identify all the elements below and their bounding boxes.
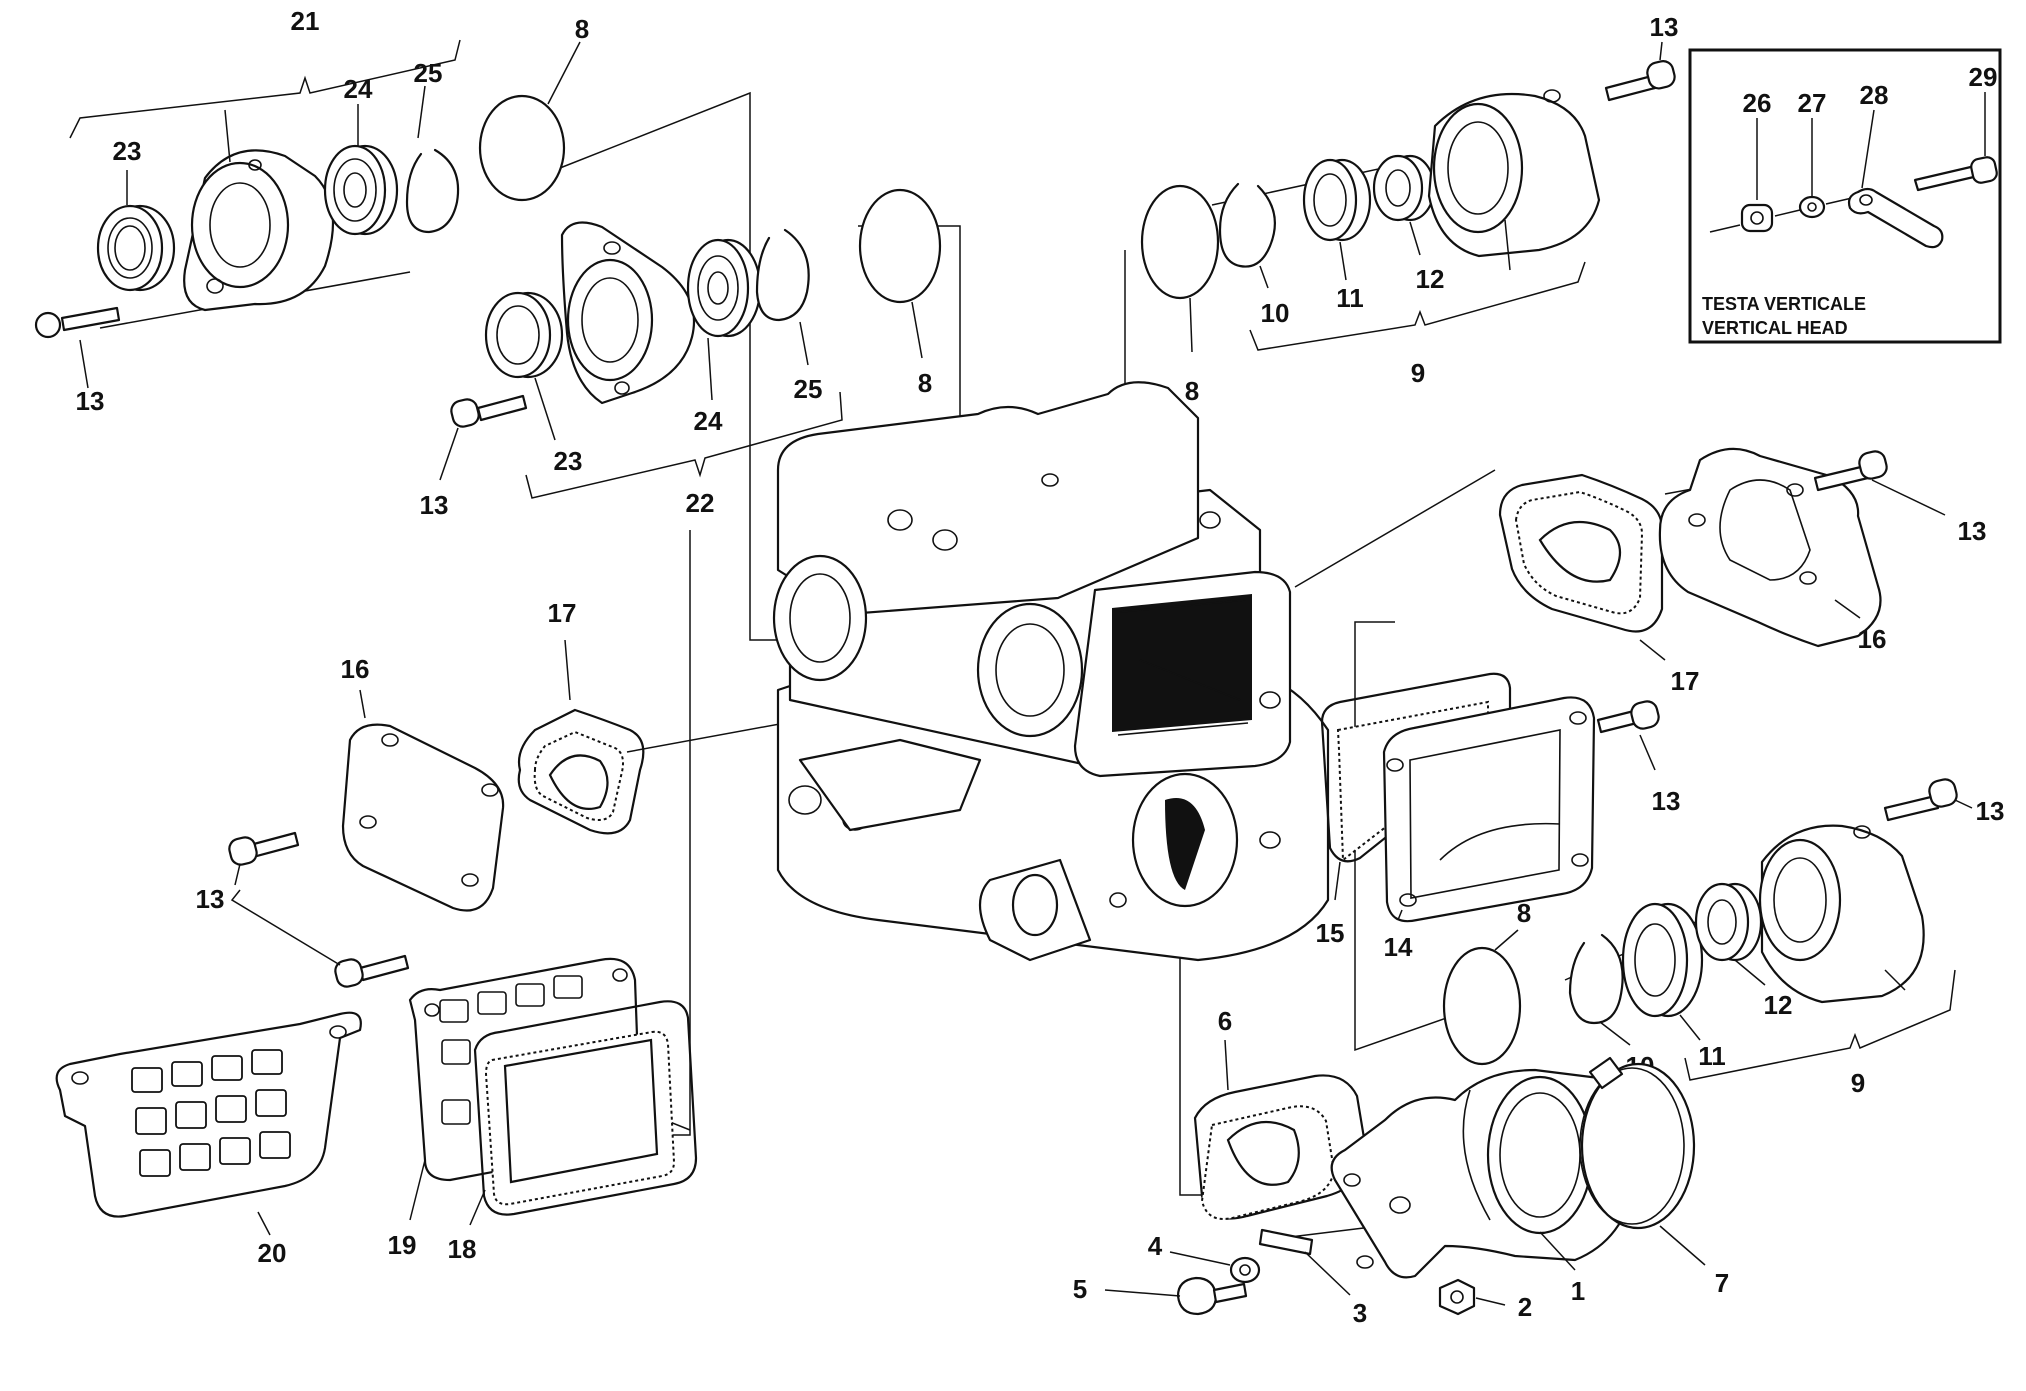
callout-20: 20 [258,1238,287,1268]
callout-18: 18 [448,1234,477,1264]
callout-3: 3 [1353,1298,1367,1328]
callout-8-d: 8 [1517,898,1531,928]
part-8-oring-b: 8 [858,188,942,398]
callout-29: 29 [1969,62,1998,92]
part-24-bearing-lower: 24 [686,238,762,436]
part-27-washer [1798,195,1826,219]
callout-13-right-b: 13 [1652,786,1681,816]
part-16-cover-right: 16 [1658,447,1887,654]
part-24-bearing-upper: 24 [323,74,399,236]
part-1-intake-manifold: 1 [1330,1068,1639,1306]
callout-25-lower: 25 [794,374,823,404]
part-21-housing-upper [183,109,335,312]
part-13-screw-right-c: 13 [1883,778,2005,826]
callout-26: 26 [1743,88,1772,118]
inset-title-italian: TESTA VERTICALE [1702,294,1866,314]
callout-23-lower: 23 [554,446,583,476]
callout-17-right: 17 [1671,666,1700,696]
part-13-screw-b: 13 [420,394,528,520]
callout-28: 28 [1860,80,1889,110]
callout-7: 7 [1715,1268,1729,1298]
callout-11-top: 11 [1336,283,1364,313]
callout-23-upper: 23 [113,136,142,166]
callout-8-b: 8 [918,368,932,398]
bracket-9-top: 9 [1249,261,1586,388]
part-17-gasket-right: 17 [1498,473,1700,696]
part-8-oring-c: 8 [1140,184,1220,406]
part-11-bearing-top: 11 [1302,158,1372,313]
part-9-housing-bottom [1758,824,1925,1004]
part-13-screw-left-a [228,831,300,886]
part-3-stud: 3 [1258,1228,1367,1328]
part-2-nut: 2 [1438,1278,1532,1322]
cylinder-head-body [772,381,1330,962]
part-13-screw-left-b: 13 [196,884,410,988]
part-13-screw-c: 13 [1604,12,1679,102]
part-13-screw-right-a: 13 [1813,450,1987,546]
callout-17-left: 17 [548,598,577,628]
part-7-hose-clamp: 7 [1579,1056,1729,1298]
part-18-gasket: 18 [448,1000,698,1264]
callout-16-left: 16 [341,654,370,684]
part-22-housing-lower [560,221,696,405]
callout-6: 6 [1218,1006,1232,1036]
part-17-gasket-left: 17 [517,598,645,835]
callout-22: 22 [686,488,715,518]
part-11-bearing-bottom: 11 [1621,902,1726,1071]
callout-27: 27 [1798,88,1827,118]
part-25-circlip-lower: 25 [755,228,823,404]
inset-title-english: VERTICAL HEAD [1702,318,1848,338]
bracket-22: 22 [525,391,843,518]
bracket-9-bottom: 9 [1684,969,1956,1098]
part-10-circlip-top: 10 [1218,182,1290,328]
part-9-housing-top [1427,89,1601,271]
callout-13-left: 13 [196,884,225,914]
callout-13-right-c: 13 [1976,796,2005,826]
callout-1: 1 [1571,1276,1585,1306]
callout-12-bottom: 12 [1764,990,1793,1020]
callout-25-upper: 25 [414,58,443,88]
callout-13-b: 13 [420,490,449,520]
part-12-seal-bottom: 12 [1694,882,1793,1020]
callout-24-upper: 24 [344,74,373,104]
callout-24-lower: 24 [694,406,723,436]
part-26-nut [1740,203,1774,233]
callout-13-right-a: 13 [1958,516,1987,546]
part-20-grille-cover: 20 [55,1011,362,1268]
part-12-seal-top: 12 [1372,154,1445,294]
callout-21: 21 [291,6,320,36]
callout-15: 15 [1316,918,1345,948]
part-5-screw: 5 [1073,1274,1248,1316]
callout-12-top: 12 [1416,264,1445,294]
callout-9-bottom: 9 [1851,1068,1865,1098]
part-4-washer: 4 [1148,1231,1261,1284]
callout-8-a: 8 [575,14,589,44]
part-23-oil-seal-upper: 23 [96,136,176,292]
part-13-screw-a: 13 [34,306,121,416]
part-16-cover-left: 16 [341,654,505,912]
bracket-21: 21 [69,6,461,139]
callout-9-top: 9 [1411,358,1425,388]
callout-4: 4 [1148,1231,1163,1261]
callout-10-top: 10 [1261,298,1290,328]
part-23-oil-seal-lower: 23 [484,291,583,476]
part-25-circlip-upper: 25 [405,58,460,234]
callout-19: 19 [388,1230,417,1260]
callout-2: 2 [1518,1292,1532,1322]
callout-11-bottom: 11 [1698,1041,1726,1071]
part-8-oring-d: 8 [1442,898,1531,1066]
part-8-oring-a: 8 [478,14,589,202]
callout-8-c: 8 [1185,376,1199,406]
part-13-screw-right-b: 13 [1596,700,1681,816]
part-28-lock-plate [1847,187,1944,249]
callout-13-a: 13 [76,386,105,416]
callout-14: 14 [1384,932,1413,962]
part-29-screw [1913,156,1998,192]
vertical-head-inset: 26 27 28 29 TESTA VERTICALE VERTICAL HEA… [1688,48,2002,344]
callout-5: 5 [1073,1274,1087,1304]
callout-13-c: 13 [1650,12,1679,42]
callout-16-right: 16 [1858,624,1887,654]
part-14-cover: 14 [1382,696,1596,962]
